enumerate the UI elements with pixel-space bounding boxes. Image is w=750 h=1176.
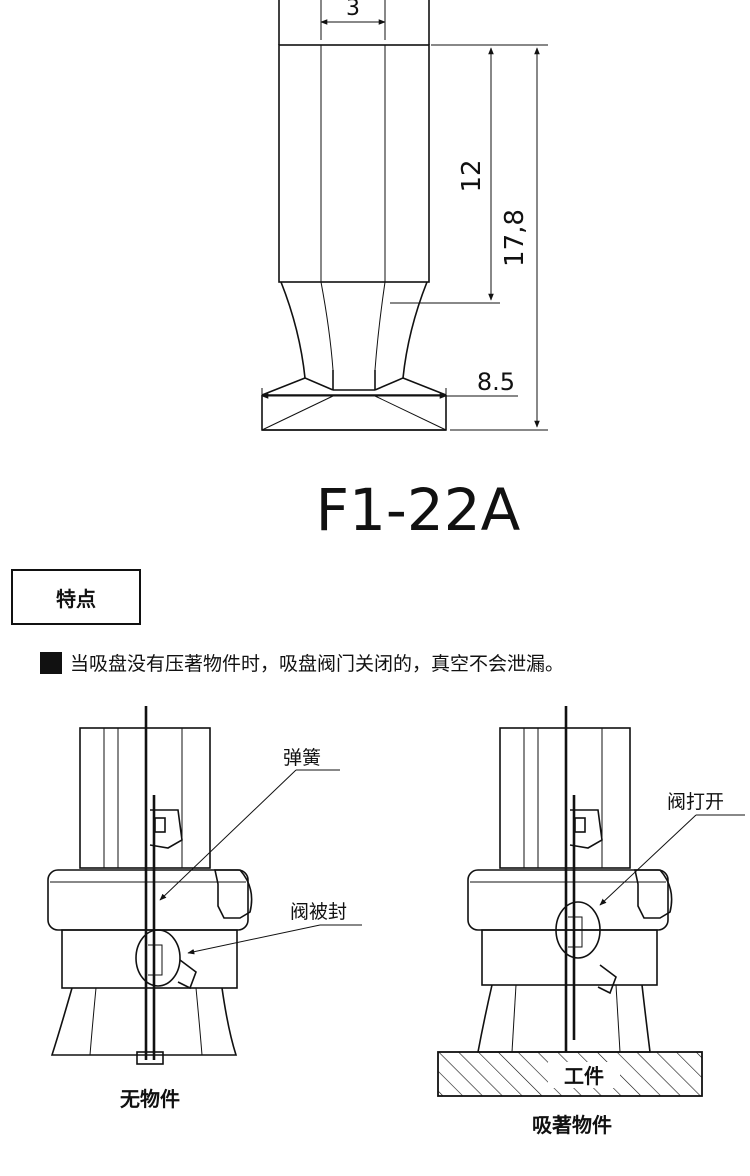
label-valve-sealed: 阀被封 xyxy=(290,901,347,923)
label-valve-open: 阀打开 xyxy=(667,791,724,813)
caption-holding-workpiece: 吸著物件 xyxy=(532,1113,612,1137)
features-heading-box xyxy=(11,569,141,625)
bullet-square-icon xyxy=(40,652,62,674)
dim-height-12: 12 xyxy=(457,159,487,192)
dim-width-top: 3 xyxy=(346,0,360,21)
feature-text: 当吸盘没有压著物件时，吸盘阀门关闭的，真空不会泄漏。 xyxy=(70,653,564,675)
dim-width-85: 8.5 xyxy=(477,368,515,396)
right-valve-diagram xyxy=(437,706,745,1097)
features-heading: 特点 xyxy=(56,587,96,611)
dimension-drawing: 3 12 17,8 8.5 xyxy=(261,0,548,431)
label-spring: 弹簧 xyxy=(283,747,321,769)
dim-height-178: 17,8 xyxy=(500,209,530,267)
model-title: F1-22A xyxy=(316,476,521,544)
left-valve-diagram xyxy=(47,706,362,1065)
caption-no-workpiece: 无物件 xyxy=(120,1087,180,1111)
label-workpiece: 工件 xyxy=(564,1064,604,1088)
